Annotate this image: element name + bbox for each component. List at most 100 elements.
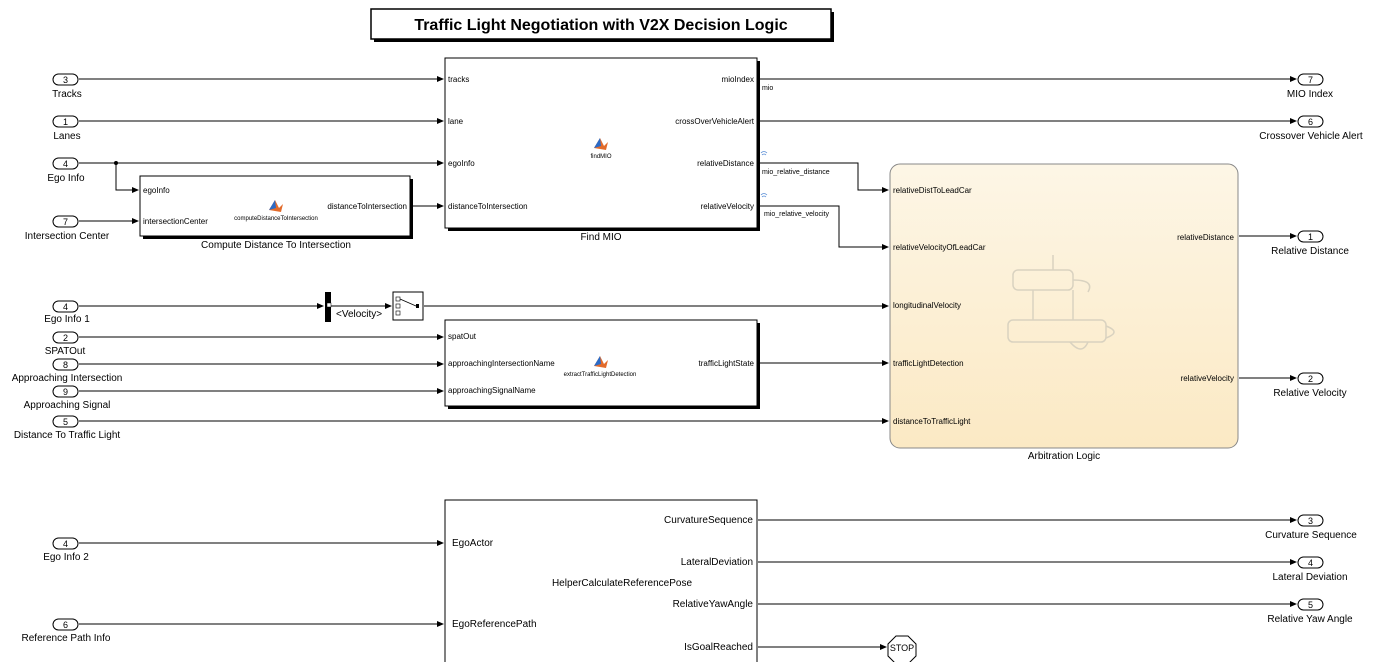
inport-label: Approaching Signal (24, 400, 111, 411)
arbitration-out-reldist: relativeDistance (1177, 233, 1234, 242)
find-mio-block[interactable]: tracks lane egoInfo distanceToIntersecti… (444, 57, 760, 231)
outport-label: Relative Distance (1271, 246, 1349, 257)
inport-approaching-signal[interactable]: 9 Approaching Signal (24, 385, 111, 411)
matlab-function-icon (594, 356, 608, 368)
find-mio-out-relvel: relativeVelocity (701, 202, 754, 211)
outport-number: 2 (1308, 374, 1313, 384)
arbitration-out-relvel: relativeVelocity (1181, 374, 1234, 383)
helper-out-lateral: LateralDeviation (681, 557, 753, 568)
velocity-signal-label: <Velocity> (336, 309, 382, 320)
compute-distance-function-name: computeDistanceToIntersection (234, 216, 318, 222)
find-mio-in-tracks: tracks (448, 75, 469, 84)
inport-label: Approaching Intersection (12, 373, 123, 384)
compute-distance-block[interactable]: egoInfo intersectionCenter distanceToInt… (139, 175, 413, 239)
inport-ego-info-2[interactable]: 4 Ego Info 2 (43, 537, 89, 563)
outport-curvature-sequence[interactable]: 3 Curvature Sequence (1265, 514, 1357, 541)
inport-label: Ego Info (47, 173, 85, 184)
arbitration-in-vellead: relativeVelocityOfLeadCar (893, 243, 986, 252)
signal-mio-relative-velocity: mio_relative_velocity (764, 211, 829, 218)
inport-label: Tracks (52, 89, 82, 100)
signal-lines (79, 76, 1297, 650)
outport-mio-index[interactable]: 7 MIO Index (1287, 73, 1333, 100)
outport-relative-distance[interactable]: 1 Relative Distance (1271, 230, 1349, 257)
helper-reference-pose-block[interactable]: EgoActor EgoReferencePath CurvatureSeque… (444, 499, 758, 662)
outport-label: Lateral Deviation (1272, 572, 1347, 583)
inport-reference-path-info[interactable]: 6 Reference Path Info (22, 618, 111, 644)
arbitration-in-distlead: relativeDistToLeadCar (893, 186, 972, 195)
signal-mio-relative-distance: mio_relative_distance (762, 169, 830, 176)
stop-block[interactable]: STOP (887, 635, 917, 662)
bus-selector[interactable] (325, 292, 332, 322)
inport-number: 4 (63, 302, 68, 312)
inport-number: 8 (63, 360, 68, 370)
compute-distance-in-center: intersectionCenter (143, 217, 208, 226)
extract-tl-in-intersection: approachingIntersectionName (448, 359, 555, 368)
find-mio-out-crossover: crossOverVehicleAlert (675, 117, 754, 126)
arbitration-in-tl: trafficLightDetection (893, 359, 964, 368)
inport-intersection-center[interactable]: 7 Intersection Center (25, 215, 110, 242)
outport-label: Crossover Vehicle Alert (1259, 131, 1363, 142)
outport-relative-velocity[interactable]: 2 Relative Velocity (1273, 372, 1347, 399)
find-mio-function-name: findMIO (590, 154, 611, 160)
extract-tl-in-spatout: spatOut (448, 332, 477, 341)
compute-distance-block-name: Compute Distance To Intersection (201, 240, 351, 251)
diagram-title: Traffic Light Negotiation with V2X Decis… (414, 17, 787, 34)
extract-tl-function-name: extractTrafficLightDetection (564, 372, 637, 378)
inport-number: 2 (63, 333, 68, 343)
helper-out-goal: IsGoalReached (684, 642, 753, 653)
inport-spatout[interactable]: 2 SPATOut (45, 331, 86, 357)
inport-number: 5 (63, 417, 68, 427)
matlab-function-icon (269, 200, 283, 212)
outport-crossover-vehicle-alert[interactable]: 6 Crossover Vehicle Alert (1259, 115, 1363, 142)
outport-number: 4 (1308, 558, 1313, 568)
find-mio-in-distance: distanceToIntersection (448, 202, 528, 211)
find-mio-in-egoinfo: egoInfo (448, 159, 475, 168)
inport-label: SPATOut (45, 346, 86, 357)
matlab-function-icon (594, 138, 608, 150)
inport-label: Ego Info 2 (43, 552, 89, 563)
helper-block-name: HelperCalculateReferencePose (552, 578, 693, 589)
compute-distance-in-egoinfo: egoInfo (143, 186, 170, 195)
helper-out-yaw: RelativeYawAngle (673, 599, 754, 610)
inport-tracks[interactable]: 3 Tracks (52, 73, 82, 100)
helper-out-curvature: CurvatureSequence (664, 515, 753, 526)
find-mio-in-lane: lane (448, 117, 464, 126)
extract-traffic-light-block[interactable]: spatOut approachingIntersectionName appr… (444, 319, 760, 409)
outport-number: 3 (1308, 516, 1313, 526)
outport-lateral-deviation[interactable]: 4 Lateral Deviation (1272, 556, 1348, 583)
inport-ego-info[interactable]: 4 Ego Info (47, 157, 85, 184)
stateflow-chart-icon (1007, 255, 1115, 350)
switch-block[interactable] (392, 291, 424, 321)
extract-tl-out-state: trafficLightState (699, 359, 755, 368)
arbitration-in-disttl: distanceToTrafficLight (893, 417, 971, 426)
inport-number: 4 (63, 159, 68, 169)
stop-label: STOP (890, 643, 914, 653)
compute-distance-out: distanceToIntersection (327, 202, 407, 211)
inport-label: Intersection Center (25, 231, 110, 242)
arbitration-logic-block[interactable]: relativeDistToLeadCar relativeVelocityOf… (889, 163, 1239, 449)
helper-in-egoactor: EgoActor (452, 538, 494, 549)
inport-label: Lanes (53, 131, 80, 142)
outport-label: Curvature Sequence (1265, 530, 1357, 541)
extract-tl-in-signal: approachingSignalName (448, 386, 536, 395)
find-mio-out-mioindex: mioIndex (722, 75, 754, 84)
outport-number: 6 (1308, 117, 1313, 127)
outport-label: MIO Index (1287, 89, 1333, 100)
inport-approaching-intersection[interactable]: 8 Approaching Intersection (12, 358, 123, 384)
inport-number: 7 (63, 217, 68, 227)
inport-distance-to-traffic-light[interactable]: 5 Distance To Traffic Light (14, 415, 121, 441)
outport-number: 1 (1308, 232, 1313, 242)
signal-log-icon (760, 151, 768, 198)
outport-relative-yaw-angle[interactable]: 5 Relative Yaw Angle (1267, 598, 1353, 625)
inport-label: Reference Path Info (22, 633, 111, 644)
find-mio-out-reldist: relativeDistance (697, 159, 754, 168)
inport-number: 6 (63, 620, 68, 630)
inport-lanes[interactable]: 1 Lanes (52, 115, 81, 142)
signal-mio: mio (762, 85, 773, 92)
helper-in-refpath: EgoReferencePath (452, 619, 537, 630)
outport-number: 5 (1308, 600, 1313, 610)
outport-label: Relative Velocity (1273, 388, 1346, 399)
inport-ego-info-1[interactable]: 4 Ego Info 1 (44, 300, 90, 325)
arbitration-in-longvel: longitudinalVelocity (893, 301, 961, 310)
find-mio-block-name: Find MIO (580, 232, 621, 243)
